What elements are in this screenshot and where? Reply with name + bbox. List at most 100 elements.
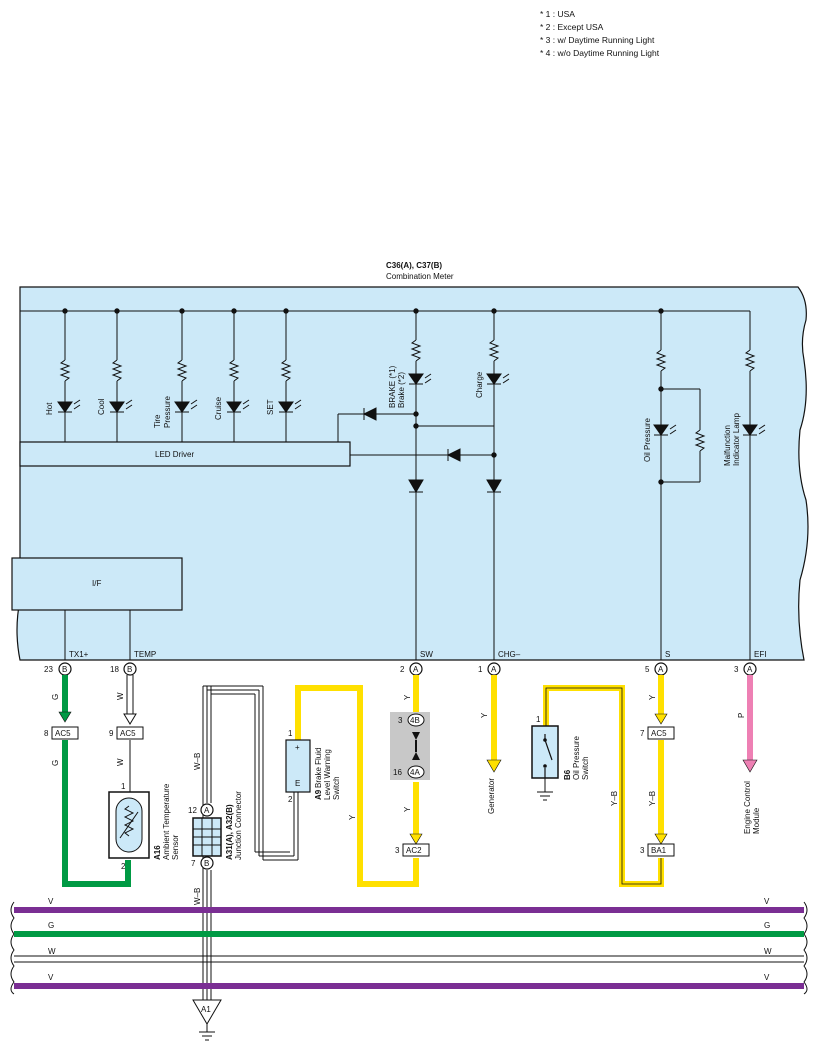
wire-pink-efi	[742, 675, 758, 773]
connector-ba1-label: BA1	[651, 846, 667, 855]
meter-name: Combination Meter	[386, 272, 454, 281]
terminal-s: S	[665, 650, 670, 659]
b6-name-2: Switch	[581, 756, 590, 780]
connector-ac5-left-label: AC5	[55, 729, 71, 738]
wire-label-g2: G	[51, 760, 60, 766]
wire-white-temp	[123, 675, 137, 792]
label-tire-2: Pressure	[163, 395, 172, 428]
pin-n7-ac5: 7	[640, 729, 645, 738]
label-charge: Charge	[475, 371, 484, 398]
label-cool: Cool	[97, 398, 106, 415]
pin-n1-sensor: 1	[121, 782, 126, 791]
bus-label-v2-right: V	[764, 973, 770, 982]
label-oil: Oil Pressure	[643, 417, 652, 462]
ecm-label-2: Module	[752, 807, 761, 834]
connector-4b-label: 4B	[410, 716, 420, 725]
oil-pressure-branch	[653, 308, 706, 660]
wire-label-p: P	[737, 713, 746, 718]
footnote-legend: * 1 : USA * 2 : Except USA * 3 : w/ Dayt…	[540, 8, 659, 60]
pin-letter-b1: B	[62, 665, 67, 674]
bus-label-w-left: W	[48, 947, 56, 956]
ground-a1	[192, 999, 222, 1025]
wire-label-w2: W	[116, 758, 125, 766]
a9-plus: +	[295, 743, 300, 752]
pin-n9: 9	[109, 729, 114, 738]
connector-ac5-right	[647, 726, 675, 740]
a9-name-3: Switch	[332, 776, 341, 800]
pin-letter-a1: A	[413, 665, 419, 674]
a16-code: A16	[153, 845, 162, 860]
pin-n3-ba1: 3	[640, 846, 645, 855]
combination-meter-box	[16, 286, 809, 661]
wire-label-w1: W	[116, 692, 125, 700]
bus-label-g-left: G	[48, 921, 54, 930]
pin-5: 5	[645, 665, 650, 674]
bus-label-v1-left: V	[48, 897, 54, 906]
wire-label-wb1: W–B	[193, 753, 202, 770]
label-cruise: Cruise	[214, 396, 223, 420]
a9-e: E	[295, 779, 300, 788]
jc-pin-7: 7	[191, 859, 196, 868]
connector-ac5-right-label: AC5	[651, 729, 667, 738]
bus-label-v1-right: V	[764, 897, 770, 906]
pin-n3-ac2: 3	[395, 846, 400, 855]
wire-label-y2: Y	[403, 806, 412, 812]
ecm-label-1: Engine Control	[743, 781, 752, 834]
wire-yellow-brake	[295, 675, 423, 887]
pin-n2-a9: 2	[288, 795, 293, 804]
pin-18: 18	[110, 665, 119, 674]
pin-letter-a2: A	[491, 665, 497, 674]
pin-letter-b2: B	[127, 665, 132, 674]
connector-ac2-label: AC2	[406, 846, 422, 855]
interface-label: I/F	[92, 579, 101, 588]
a9-name-2: Level Warning	[323, 749, 332, 800]
note-4: * 4 : w/o Daytime Running Light	[540, 48, 660, 58]
label-mil-1: Malfunction	[723, 425, 732, 466]
led-driver-label: LED Driver	[155, 450, 194, 459]
a9-code: A9	[314, 789, 323, 800]
note-3: * 3 : w/ Daytime Running Light	[540, 35, 655, 45]
charge-branch	[350, 308, 510, 660]
pin-n1-b6: 1	[536, 715, 541, 724]
bus-label-g-right: G	[764, 921, 770, 930]
pin-2: 2	[400, 665, 405, 674]
bus-label-w-right: W	[764, 947, 772, 956]
interface-box	[11, 557, 183, 611]
pin-n3-4b: 3	[398, 716, 403, 725]
generator-label: Generator	[487, 778, 496, 814]
connector-ac5-mid-label: AC5	[120, 729, 136, 738]
wire-green-tx1	[58, 675, 131, 887]
label-set: SET	[266, 399, 275, 415]
brake-branch	[337, 308, 494, 660]
wire-yellow-generator	[486, 675, 502, 773]
connector-ac2	[402, 843, 430, 857]
pin-letter-a4: A	[747, 665, 753, 674]
terminal-temp: TEMP	[134, 650, 156, 659]
jc-code: A31(A), A32(B)	[225, 804, 234, 860]
label-hot: Hot	[45, 402, 54, 415]
bus-lines	[10, 901, 808, 995]
wire-label-y-oil: Y	[648, 694, 657, 700]
wire-label-y3: Y	[348, 814, 357, 820]
a16-name-1: Ambient Temperature	[162, 783, 171, 860]
b6-name-1: Oil Pressure	[572, 735, 581, 780]
brake-fluid-switch	[285, 739, 311, 793]
jc-pin-letter-b: B	[204, 859, 209, 868]
label-brake-1: BRAKE (*1)	[388, 365, 397, 408]
wire-label-y-gen: Y	[480, 712, 489, 718]
note-1: * 1 : USA	[540, 9, 575, 19]
terminal-chg: CHG–	[498, 650, 521, 659]
pin-1: 1	[478, 665, 483, 674]
jc-name: Junction Connector	[234, 791, 243, 860]
pin-letter-a3: A	[658, 665, 664, 674]
label-tire-1: Tire	[153, 414, 162, 428]
wire-label-yb2: Y–B	[648, 791, 657, 806]
jc-pin-12: 12	[188, 806, 197, 815]
connector-ba1	[647, 843, 675, 857]
label-mil-2: Indicator Lamp	[732, 413, 741, 466]
pin-n8: 8	[44, 729, 49, 738]
wire-label-yb1: Y–B	[610, 791, 619, 806]
mil-branch	[742, 311, 766, 660]
pin-n2-sensor: 2	[121, 862, 126, 871]
bus-label-v2-left: V	[48, 973, 54, 982]
